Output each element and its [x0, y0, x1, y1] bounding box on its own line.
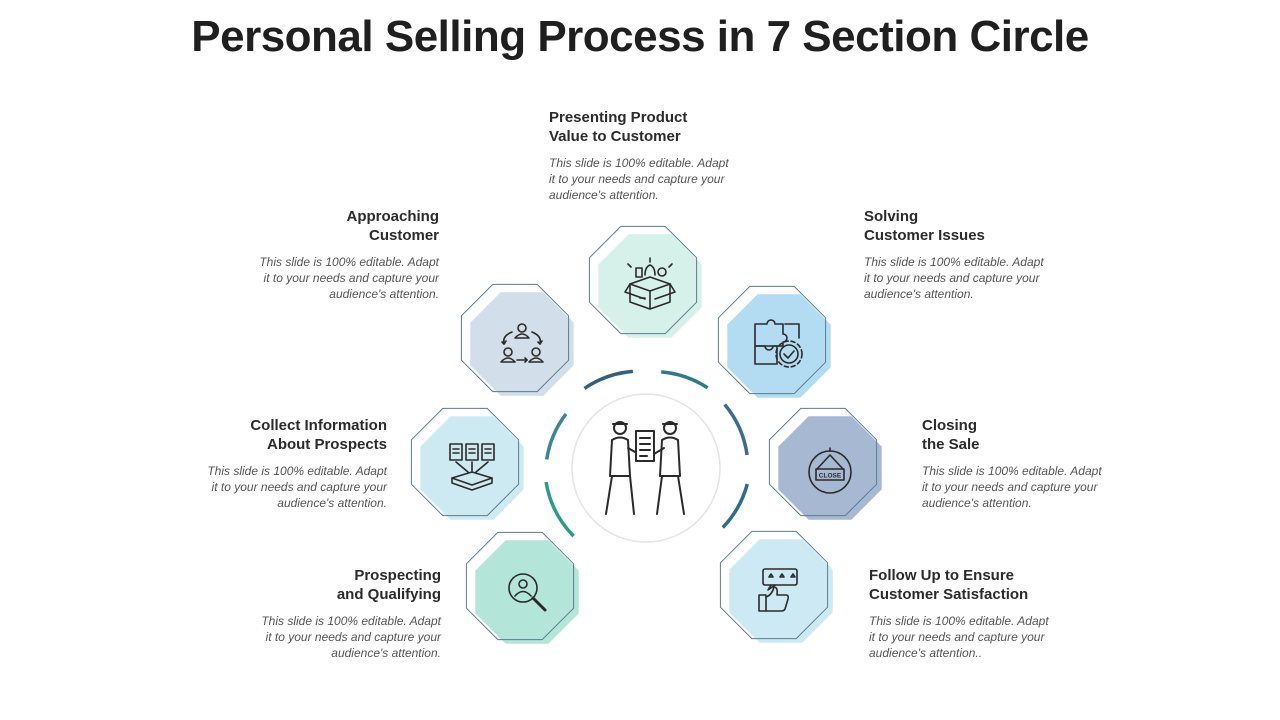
step-followup-desc: This slide is 100% editable. Adapt it to…	[869, 614, 1049, 660]
ring-arc-5	[544, 412, 568, 460]
step-approaching: Approaching Customer This slide is 100% …	[209, 207, 439, 302]
puzzle-gear-icon	[754, 319, 803, 368]
step-solving-desc: This slide is 100% editable. Adapt it to…	[864, 255, 1044, 301]
close-sign-icon: CLOSE	[808, 447, 852, 494]
step-approaching-title: Approaching Customer	[346, 208, 440, 244]
step-closing-desc: This slide is 100% editable. Adapt it to…	[922, 464, 1102, 510]
ring-arc-4	[544, 481, 575, 538]
hex-approaching-outline	[460, 283, 570, 393]
center-circle	[571, 393, 721, 543]
step-closing: Closing the Sale This slide is 100% edit…	[922, 416, 1152, 511]
step-closing-title: Closing the Sale	[922, 417, 980, 453]
rating-thumb-icon	[758, 568, 798, 612]
step-prospecting-desc: This slide is 100% editable. Adapt it to…	[261, 614, 441, 660]
step-presenting-title: Presenting Product Value to Customer	[549, 109, 688, 145]
step-prospecting-title: Prospecting and Qualifying	[336, 567, 441, 603]
hex-followup-outline	[719, 530, 829, 640]
hex-prospecting	[465, 531, 579, 644]
hex-presenting-outline	[588, 225, 698, 335]
svg-text:CLOSE: CLOSE	[819, 473, 842, 480]
step-presenting: Presenting Product Value to Customer Thi…	[549, 108, 779, 203]
hex-approaching	[460, 283, 574, 396]
step-collect: Collect Information About Prospects This…	[157, 416, 387, 511]
step-collect-desc: This slide is 100% editable. Adapt it to…	[207, 464, 387, 510]
step-approaching-desc: This slide is 100% editable. Adapt it to…	[259, 255, 439, 301]
step-prospecting: Prospecting and Qualifying This slide is…	[211, 566, 441, 661]
hex-solving	[717, 285, 831, 398]
step-solving: Solving Customer Issues This slide is 10…	[864, 207, 1094, 302]
salespeople-handshake-icon	[605, 421, 685, 515]
step-presenting-desc: This slide is 100% editable. Adapt it to…	[549, 156, 729, 202]
hex-presenting-fill	[598, 234, 702, 338]
step-solving-title: Solving Customer Issues	[864, 208, 985, 244]
hex-closing-outline	[768, 407, 878, 517]
hex-solving-outline	[717, 285, 827, 395]
ring-arc-6	[583, 369, 634, 390]
step-followup-title: Follow Up to Ensure Customer Satisfactio…	[869, 567, 1029, 603]
hex-followup	[719, 530, 833, 643]
center-ring	[544, 369, 749, 538]
hex-closing-fill	[778, 416, 882, 520]
documents-tray-icon	[449, 443, 495, 491]
ring-arc-1	[661, 370, 709, 390]
ring-arc-2	[723, 403, 749, 456]
step-followup: Follow Up to Ensure Customer Satisfactio…	[869, 566, 1109, 661]
search-person-icon	[508, 573, 547, 612]
hex-collect	[410, 407, 524, 520]
step-collect-title: Collect Information About Prospects	[250, 417, 387, 453]
hex-closing: CLOSE	[768, 407, 882, 520]
product-box-icon	[624, 257, 676, 310]
hex-prospecting-outline	[465, 531, 575, 641]
people-cycle-icon	[500, 323, 544, 363]
hex-followup-fill	[729, 539, 833, 643]
page-title: Personal Selling Process in 7 Section Ci…	[191, 12, 1089, 61]
hex-presenting	[588, 225, 702, 338]
hex-approaching-fill	[470, 292, 574, 396]
hex-collect-outline	[410, 407, 520, 517]
ring-arc-3	[721, 483, 749, 529]
